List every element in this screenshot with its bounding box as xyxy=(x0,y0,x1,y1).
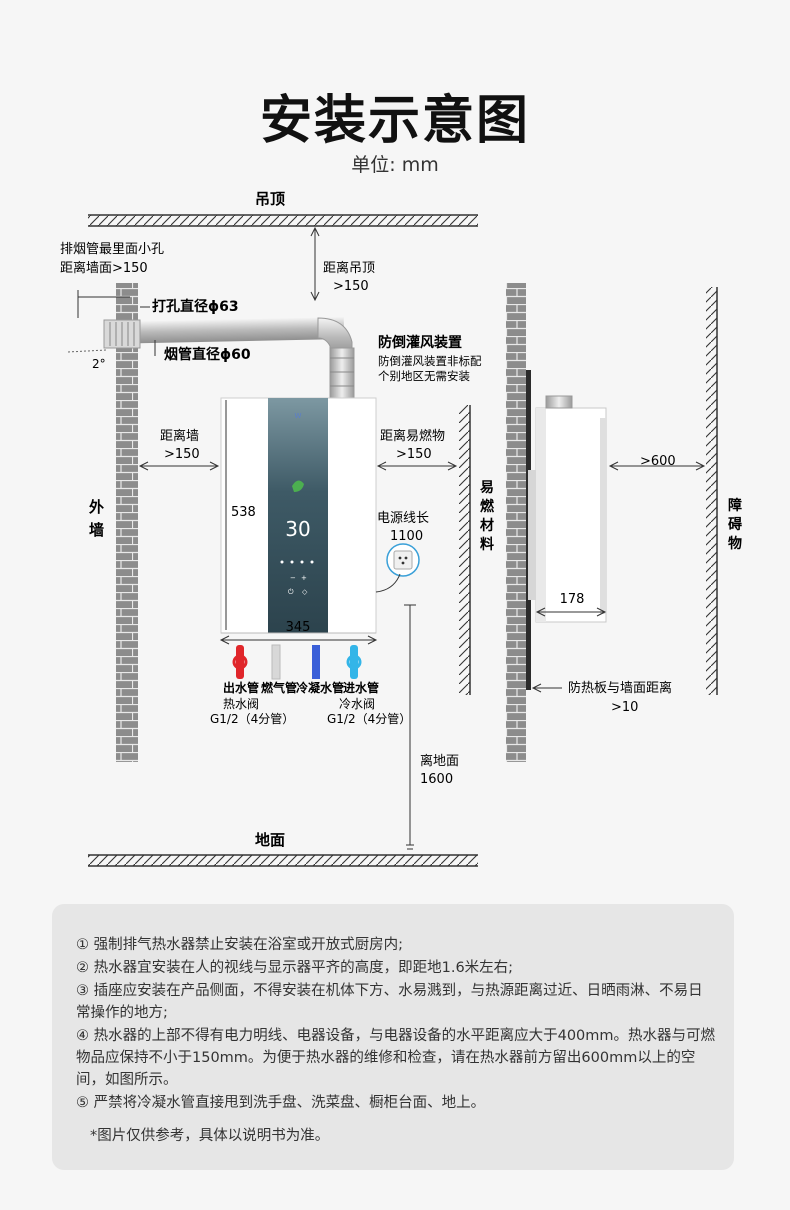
flammable-char-2: 燃 xyxy=(480,498,495,515)
unit-label: 单位: mm xyxy=(351,154,439,176)
display-mode-icon: ◇ xyxy=(302,588,308,596)
to-wall-label-1: 距离墙 xyxy=(160,428,199,444)
flue-diameter-label: 烟管直径ϕ60 xyxy=(164,346,251,363)
note-1: ① 强制排气热水器禁止安装在浴室或开放式厨房内; xyxy=(76,937,403,953)
obstacle-char-3: 物 xyxy=(728,535,742,552)
outer-wall-char-1: 外 xyxy=(88,498,104,516)
flammable-char-1: 易 xyxy=(480,480,494,496)
flue-hole-label-2: 距离墙面>150 xyxy=(60,260,148,276)
flammable-char-4: 料 xyxy=(480,536,494,553)
wind-guard-note-1: 防倒灌风装置非标配 xyxy=(378,354,482,368)
obstacle-char-2: 碍 xyxy=(728,516,742,533)
note-3: ③ 插座应安装在产品侧面，不得安装在机体下方、水易溅到，与热源距离过近、日晒雨淋… xyxy=(76,983,703,1021)
hot-valve-label-2: G1/2（4分管） xyxy=(210,711,294,726)
outer-wall-label: 外 xyxy=(88,498,104,516)
page-title: 安装示意图 xyxy=(259,91,530,151)
to-floor-label-2: 1600 xyxy=(420,772,453,787)
power-cable xyxy=(375,573,401,593)
disclaimer: *图片仅供参考，具体以说明书为准。 xyxy=(90,1128,330,1144)
angle-label: 2° xyxy=(92,357,106,371)
obstacle-char-1: 障 xyxy=(728,497,742,514)
wind-guard-note-2: 个别地区无需安装 xyxy=(378,369,470,383)
water-pipes xyxy=(232,644,362,680)
ceiling xyxy=(88,214,478,227)
power-label-2: 1100 xyxy=(390,529,423,544)
cold-valve-label-1: 冷水阀 xyxy=(339,697,375,711)
pipe-gas-label: 燃气管 xyxy=(261,680,297,695)
leaf-icon xyxy=(292,480,304,492)
brand-logo-text: W xyxy=(295,412,302,420)
note-5: ⑤ 严禁将冷凝水管直接甩到洗手盘、洗菜盘、橱柜台面、地上。 xyxy=(76,1095,486,1111)
drill-hole-label: 打孔直径ϕ63 xyxy=(152,298,239,315)
flue-pipe xyxy=(103,316,355,401)
to-flammable-label-1: 距离易燃物 xyxy=(380,428,445,444)
pipe-in-label: 进水管 xyxy=(343,680,379,695)
to-floor-label-1: 离地面 xyxy=(420,753,459,769)
to-ceiling-label-2: >150 xyxy=(333,279,369,294)
flue-hole-label-1: 排烟管最里面小孔 xyxy=(60,242,164,257)
power-socket xyxy=(386,543,420,577)
display-power-icon: ⏻ xyxy=(288,588,294,596)
depth-dim-label: 178 xyxy=(560,592,585,607)
flammable-wall xyxy=(459,405,471,695)
to-ceiling-label-1: 距离吊顶 xyxy=(323,260,375,276)
outer-wall-char-2: 墙 xyxy=(89,521,104,539)
display-plus-icon: + xyxy=(301,574,307,582)
note-2: ② 热水器宜安装在人的视线与显示器平齐的高度，即距地1.6米左右; xyxy=(76,960,514,976)
heat-board-label-1: 防热板与墙面距离 xyxy=(568,680,672,696)
floor-label: 地面 xyxy=(255,831,285,849)
power-label-1: 电源线长 xyxy=(377,511,429,526)
pipe-cond-label: 冷凝水管 xyxy=(296,680,344,695)
cold-valve-label-2: G1/2（4分管） xyxy=(327,711,411,726)
pipe-out-label: 出水管 xyxy=(223,680,259,695)
side-view-wall xyxy=(506,283,526,762)
front-gap-label: >600 xyxy=(640,454,676,469)
hot-valve-label-1: 热水阀 xyxy=(223,697,259,711)
width-dim-label: 345 xyxy=(286,620,311,635)
water-heater-front: W 30 − + ⏻ ◇ xyxy=(220,397,377,634)
floor xyxy=(88,854,478,867)
water-heater-side xyxy=(528,395,607,623)
to-flammable-label-2: >150 xyxy=(396,447,432,462)
notes-panel: ① 强制排气热水器禁止安装在浴室或开放式厨房内; ② 热水器宜安装在人的视线与显… xyxy=(52,904,734,1170)
heat-board-label-2: >10 xyxy=(611,700,638,715)
installation-diagram: 吊顶 地面 外 墙 易 燃 材 料 障 碍 物 xyxy=(60,190,742,867)
obstacle-wall xyxy=(706,287,718,695)
outer-wall xyxy=(116,283,138,762)
note-4: ④ 热水器的上部不得有电力明线、电器设备，与电器设备的水平距离应大于400mm。… xyxy=(76,1028,716,1088)
height-dim-label: 538 xyxy=(231,505,256,520)
display-minus-icon: − xyxy=(290,574,296,582)
flammable-char-3: 材 xyxy=(480,517,494,534)
wind-guard-label: 防倒灌风装置 xyxy=(378,334,462,351)
display-value: 30 xyxy=(285,517,310,541)
ceiling-label: 吊顶 xyxy=(255,190,285,208)
to-wall-label-2: >150 xyxy=(164,447,200,462)
